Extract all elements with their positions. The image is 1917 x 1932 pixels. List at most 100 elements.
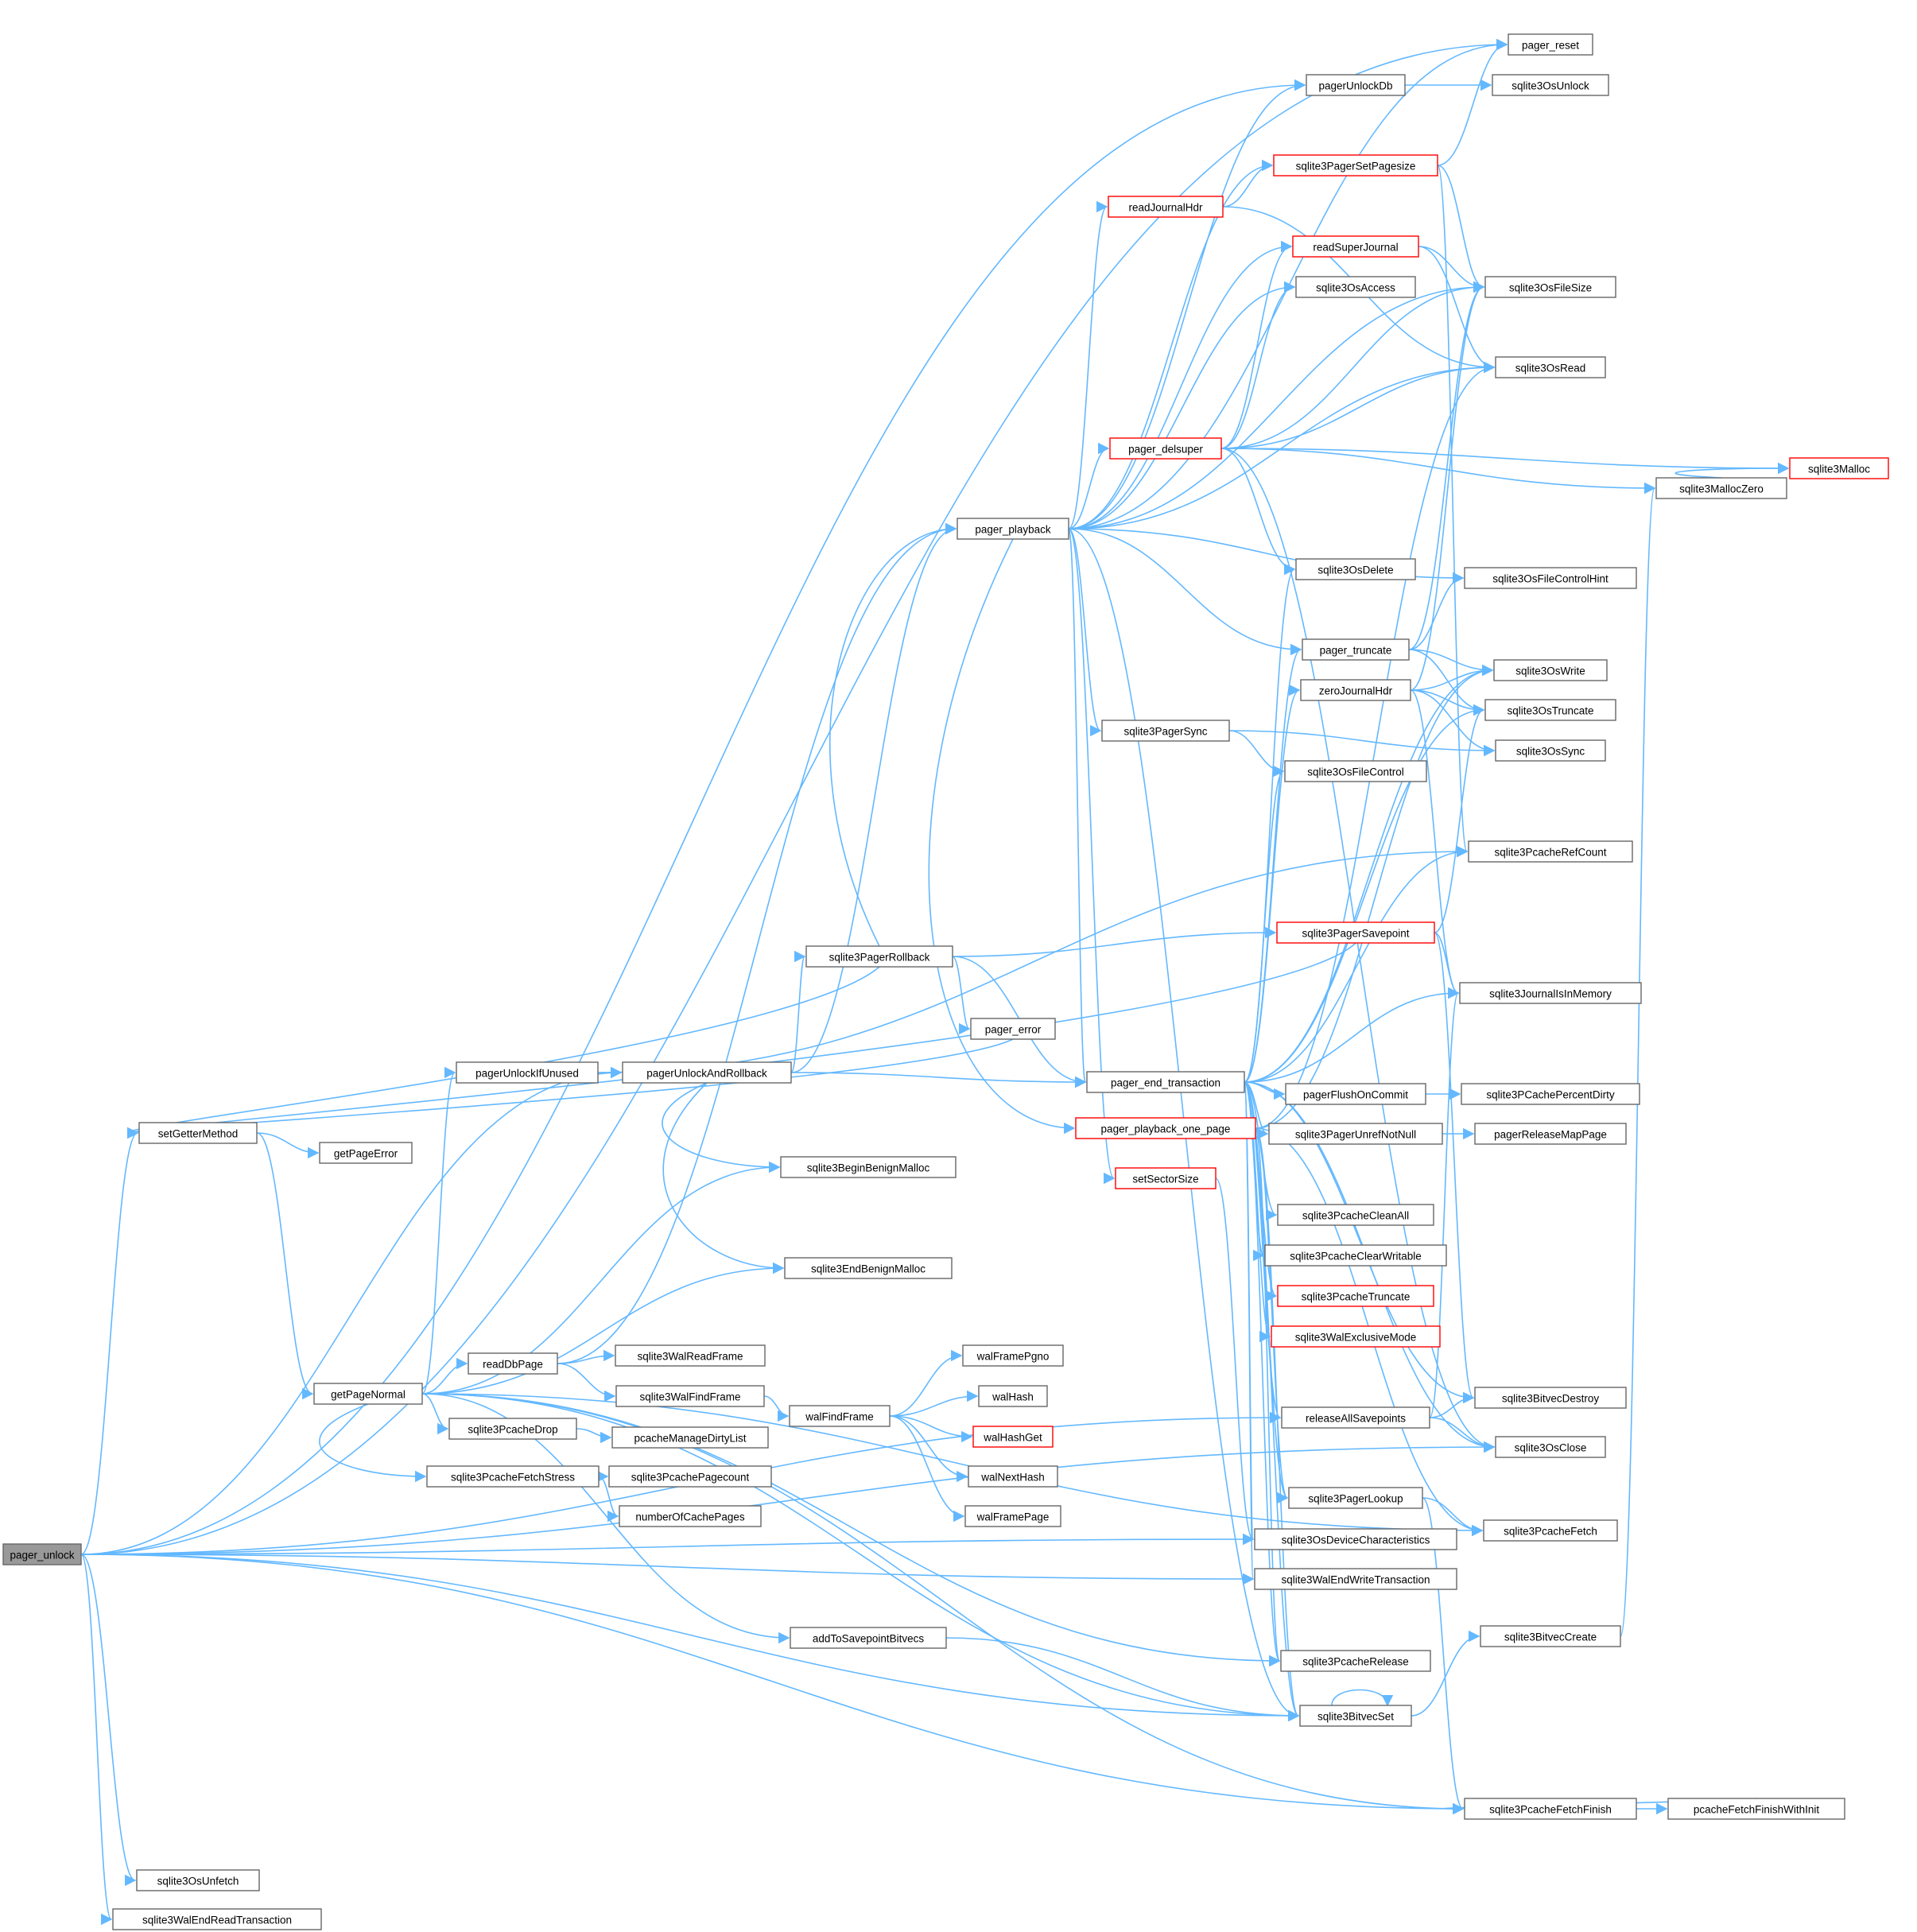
node-box	[784, 1257, 953, 1279]
node-sqlite3-pcache-clean-all[interactable]: sqlite3PcacheCleanAll	[1277, 1204, 1434, 1226]
node-sqlite3-os-file-control[interactable]: sqlite3OsFileControl	[1284, 760, 1427, 782]
node-pcache-manage-dirty-list[interactable]: pcacheManageDirtyList	[611, 1426, 769, 1449]
node-pager-reset[interactable]: pager_reset	[1508, 33, 1593, 56]
node-number-of-cache-pages[interactable]: numberOfCachePages	[619, 1505, 762, 1527]
node-label: sqlite3PcacheFetchStress	[451, 1472, 575, 1484]
edge-sqlite3-pager-rollback-to-sqlite3-pager-savepoint	[952, 926, 1277, 957]
node-get-page-normal[interactable]: getPageNormal	[313, 1383, 423, 1405]
node-pcache-fetch-finish-with-init[interactable]: pcacheFetchFinishWithInit	[1667, 1798, 1845, 1820]
node-sqlite3-os-unlock[interactable]: sqlite3OsUnlock	[1492, 74, 1609, 96]
node-read-super-journal[interactable]: readSuperJournal	[1292, 235, 1419, 258]
node-add-to-savepoint-bitvecs[interactable]: addToSavepointBitvecs	[790, 1627, 947, 1649]
node-box	[1495, 356, 1606, 378]
node-pager-error[interactable]: pager_error	[970, 1018, 1056, 1040]
edge-pager-unlock-to-sqlite3-bitvec-set	[80, 1554, 1300, 1722]
node-sqlite3-wal-end-write-transaction[interactable]: sqlite3WalEndWriteTransaction	[1254, 1568, 1457, 1590]
node-sqlite3-pager-rollback[interactable]: sqlite3PagerRollback	[805, 945, 953, 968]
node-sqlite3-begin-benign-malloc[interactable]: sqlite3BeginBenignMalloc	[780, 1156, 957, 1178]
node-sqlite3-os-write[interactable]: sqlite3OsWrite	[1493, 659, 1608, 681]
edge-pager-unlock-to-sqlite3-wal-end-write-transaction	[80, 1554, 1255, 1585]
node-box	[780, 1156, 957, 1178]
edge-pager-playback-to-sqlite3-os-read	[1068, 361, 1496, 530]
node-sqlite3-os-device-characteristics[interactable]: sqlite3OsDeviceCharacteristics	[1254, 1528, 1457, 1550]
node-wal-hash-get[interactable]: walHashGet	[972, 1426, 1054, 1448]
node-wal-frame-page[interactable]: walFramePage	[964, 1505, 1061, 1527]
node-sqlite3-pager-savepoint[interactable]: sqlite3PagerSavepoint	[1276, 921, 1435, 944]
node-sqlite3-pcache-percent-dirty[interactable]: sqlite3PCachePercentDirty	[1461, 1083, 1640, 1105]
node-pager-unlock-if-unused[interactable]: pagerUnlockIfUnused	[456, 1061, 599, 1084]
node-pager-release-map-page[interactable]: pagerReleaseMapPage	[1474, 1123, 1627, 1145]
node-sqlite3-malloc-zero[interactable]: sqlite3MallocZero	[1655, 477, 1787, 499]
node-sqlite3-os-access[interactable]: sqlite3OsAccess	[1295, 276, 1416, 298]
edge-sqlite3-pager-set-pagesize-to-pager-reset	[1437, 38, 1508, 166]
node-pager-unlock[interactable]: pager_unlock	[2, 1543, 82, 1565]
node-label: readSuperJournal	[1313, 242, 1398, 254]
node-pager-unlock-and-rollback[interactable]: pagerUnlockAndRollback	[622, 1061, 792, 1084]
node-zero-journal-hdr[interactable]: zeroJournalHdr	[1300, 679, 1411, 701]
node-sqlite3-os-sync[interactable]: sqlite3OsSync	[1495, 739, 1606, 762]
node-pager-playback-one-page[interactable]: pager_playback_one_page	[1075, 1117, 1256, 1139]
node-box	[1789, 457, 1889, 479]
node-sqlite3-bitvec-create[interactable]: sqlite3BitvecCreate	[1480, 1625, 1621, 1647]
edge-pager-end-transaction-to-sqlite3-pcache-ref-count	[1244, 845, 1469, 1083]
node-get-page-error[interactable]: getPageError	[319, 1142, 413, 1164]
node-sqlite3-wal-exclusive-mode[interactable]: sqlite3WalExclusiveMode	[1271, 1325, 1441, 1348]
node-sqlite3-malloc[interactable]: sqlite3Malloc	[1789, 457, 1889, 479]
node-label: sqlite3OsTruncate	[1507, 705, 1593, 717]
node-label: sqlite3PcachePagecount	[631, 1472, 750, 1484]
node-box	[319, 1142, 413, 1164]
node-label: sqlite3WalReadFrame	[637, 1351, 743, 1363]
edge-add-to-savepoint-bitvecs-to-sqlite3-bitvec-set	[945, 1637, 1300, 1722]
node-sqlite3-pcache-truncate[interactable]: sqlite3PcacheTruncate	[1277, 1285, 1434, 1307]
edge-pager-playback-to-sqlite3-pager-sync	[1068, 528, 1102, 737]
node-wal-next-hash[interactable]: walNextHash	[968, 1465, 1058, 1488]
node-sqlite3-journal-is-in-memory[interactable]: sqlite3JournalIsInMemory	[1459, 982, 1642, 1004]
node-sqlite3-pcache-fetch-finish[interactable]: sqlite3PcacheFetchFinish	[1464, 1798, 1637, 1820]
node-sqlite3-pcache-ref-count[interactable]: sqlite3PcacheRefCount	[1468, 840, 1633, 863]
edge-wal-find-frame-to-wal-next-hash	[889, 1415, 968, 1483]
node-sqlite3-bitvec-destroy[interactable]: sqlite3BitvecDestroy	[1474, 1387, 1627, 1409]
node-sqlite3-pcache-fetch[interactable]: sqlite3PcacheFetch	[1483, 1519, 1618, 1542]
node-pager-unlock-db[interactable]: pagerUnlockDb	[1306, 74, 1406, 96]
node-sqlite3-os-truncate[interactable]: sqlite3OsTruncate	[1484, 699, 1616, 721]
node-box	[964, 1505, 1061, 1527]
node-sqlite3-os-unfetch[interactable]: sqlite3OsUnfetch	[136, 1869, 260, 1891]
node-sqlite3-pager-lookup[interactable]: sqlite3PagerLookup	[1288, 1487, 1423, 1509]
node-box	[1295, 558, 1416, 580]
node-label: readJournalHdr	[1128, 202, 1203, 214]
node-sqlite3-pcache-drop[interactable]: sqlite3PcacheDrop	[448, 1418, 577, 1440]
node-sqlite3-wal-end-read-transaction[interactable]: sqlite3WalEndReadTransaction	[112, 1908, 322, 1930]
node-sqlite3-pcache-fetch-stress[interactable]: sqlite3PcacheFetchStress	[426, 1465, 600, 1488]
node-sqlite3-bitvec-set[interactable]: sqlite3BitvecSet	[1299, 1705, 1412, 1727]
node-wal-find-frame[interactable]: walFindFrame	[789, 1405, 891, 1427]
node-wal-hash[interactable]: walHash	[978, 1385, 1048, 1407]
node-wal-frame-pgno[interactable]: walFramePgno	[962, 1344, 1064, 1367]
node-sqlite3-os-file-control-hint[interactable]: sqlite3OsFileControlHint	[1464, 567, 1637, 589]
node-sqlite3-wal-find-frame[interactable]: sqlite3WalFindFrame	[615, 1385, 765, 1407]
node-release-all-savepoints[interactable]: releaseAllSavepoints	[1281, 1406, 1430, 1429]
node-pager-truncate[interactable]: pager_truncate	[1302, 638, 1410, 661]
edge-pager-unlock-and-rollback-to-sqlite3-pager-rollback	[790, 951, 806, 1073]
node-sqlite3-os-close[interactable]: sqlite3OsClose	[1495, 1436, 1606, 1458]
node-sqlite3-pcache-pagecount[interactable]: sqlite3PcachePagecount	[608, 1465, 772, 1488]
node-read-journal-hdr[interactable]: readJournalHdr	[1108, 196, 1224, 218]
node-pager-delsuper[interactable]: pager_delsuper	[1109, 437, 1222, 460]
node-sqlite3-pcache-clear-writable[interactable]: sqlite3PcacheClearWritable	[1264, 1244, 1447, 1267]
node-set-sector-size[interactable]: setSectorSize	[1115, 1167, 1217, 1189]
node-sqlite3-pager-set-pagesize[interactable]: sqlite3PagerSetPagesize	[1273, 154, 1438, 177]
node-sqlite3-end-benign-malloc[interactable]: sqlite3EndBenignMalloc	[784, 1257, 953, 1279]
node-pager-flush-on-commit[interactable]: pagerFlushOnCommit	[1285, 1083, 1426, 1105]
node-sqlite3-wal-read-frame[interactable]: sqlite3WalReadFrame	[615, 1344, 766, 1367]
node-sqlite3-os-file-size[interactable]: sqlite3OsFileSize	[1484, 276, 1616, 298]
edge-read-db-page-to-sqlite3-wal-find-frame	[557, 1363, 616, 1402]
node-sqlite3-os-read[interactable]: sqlite3OsRead	[1495, 356, 1606, 378]
node-sqlite3-pager-unref-not-null[interactable]: sqlite3PagerUnrefNotNull	[1268, 1123, 1443, 1145]
node-sqlite3-os-delete[interactable]: sqlite3OsDelete	[1295, 558, 1416, 580]
node-pager-end-transaction[interactable]: pager_end_transaction	[1086, 1071, 1245, 1093]
node-read-db-page[interactable]: readDbPage	[468, 1352, 558, 1375]
node-box	[615, 1385, 765, 1407]
node-set-getter-method[interactable]: setGetterMethod	[138, 1122, 258, 1144]
node-sqlite3-pager-sync[interactable]: sqlite3PagerSync	[1101, 720, 1230, 742]
node-sqlite3-pcache-release[interactable]: sqlite3PcacheRelease	[1280, 1650, 1431, 1672]
node-pager-playback[interactable]: pager_playback	[957, 518, 1069, 540]
